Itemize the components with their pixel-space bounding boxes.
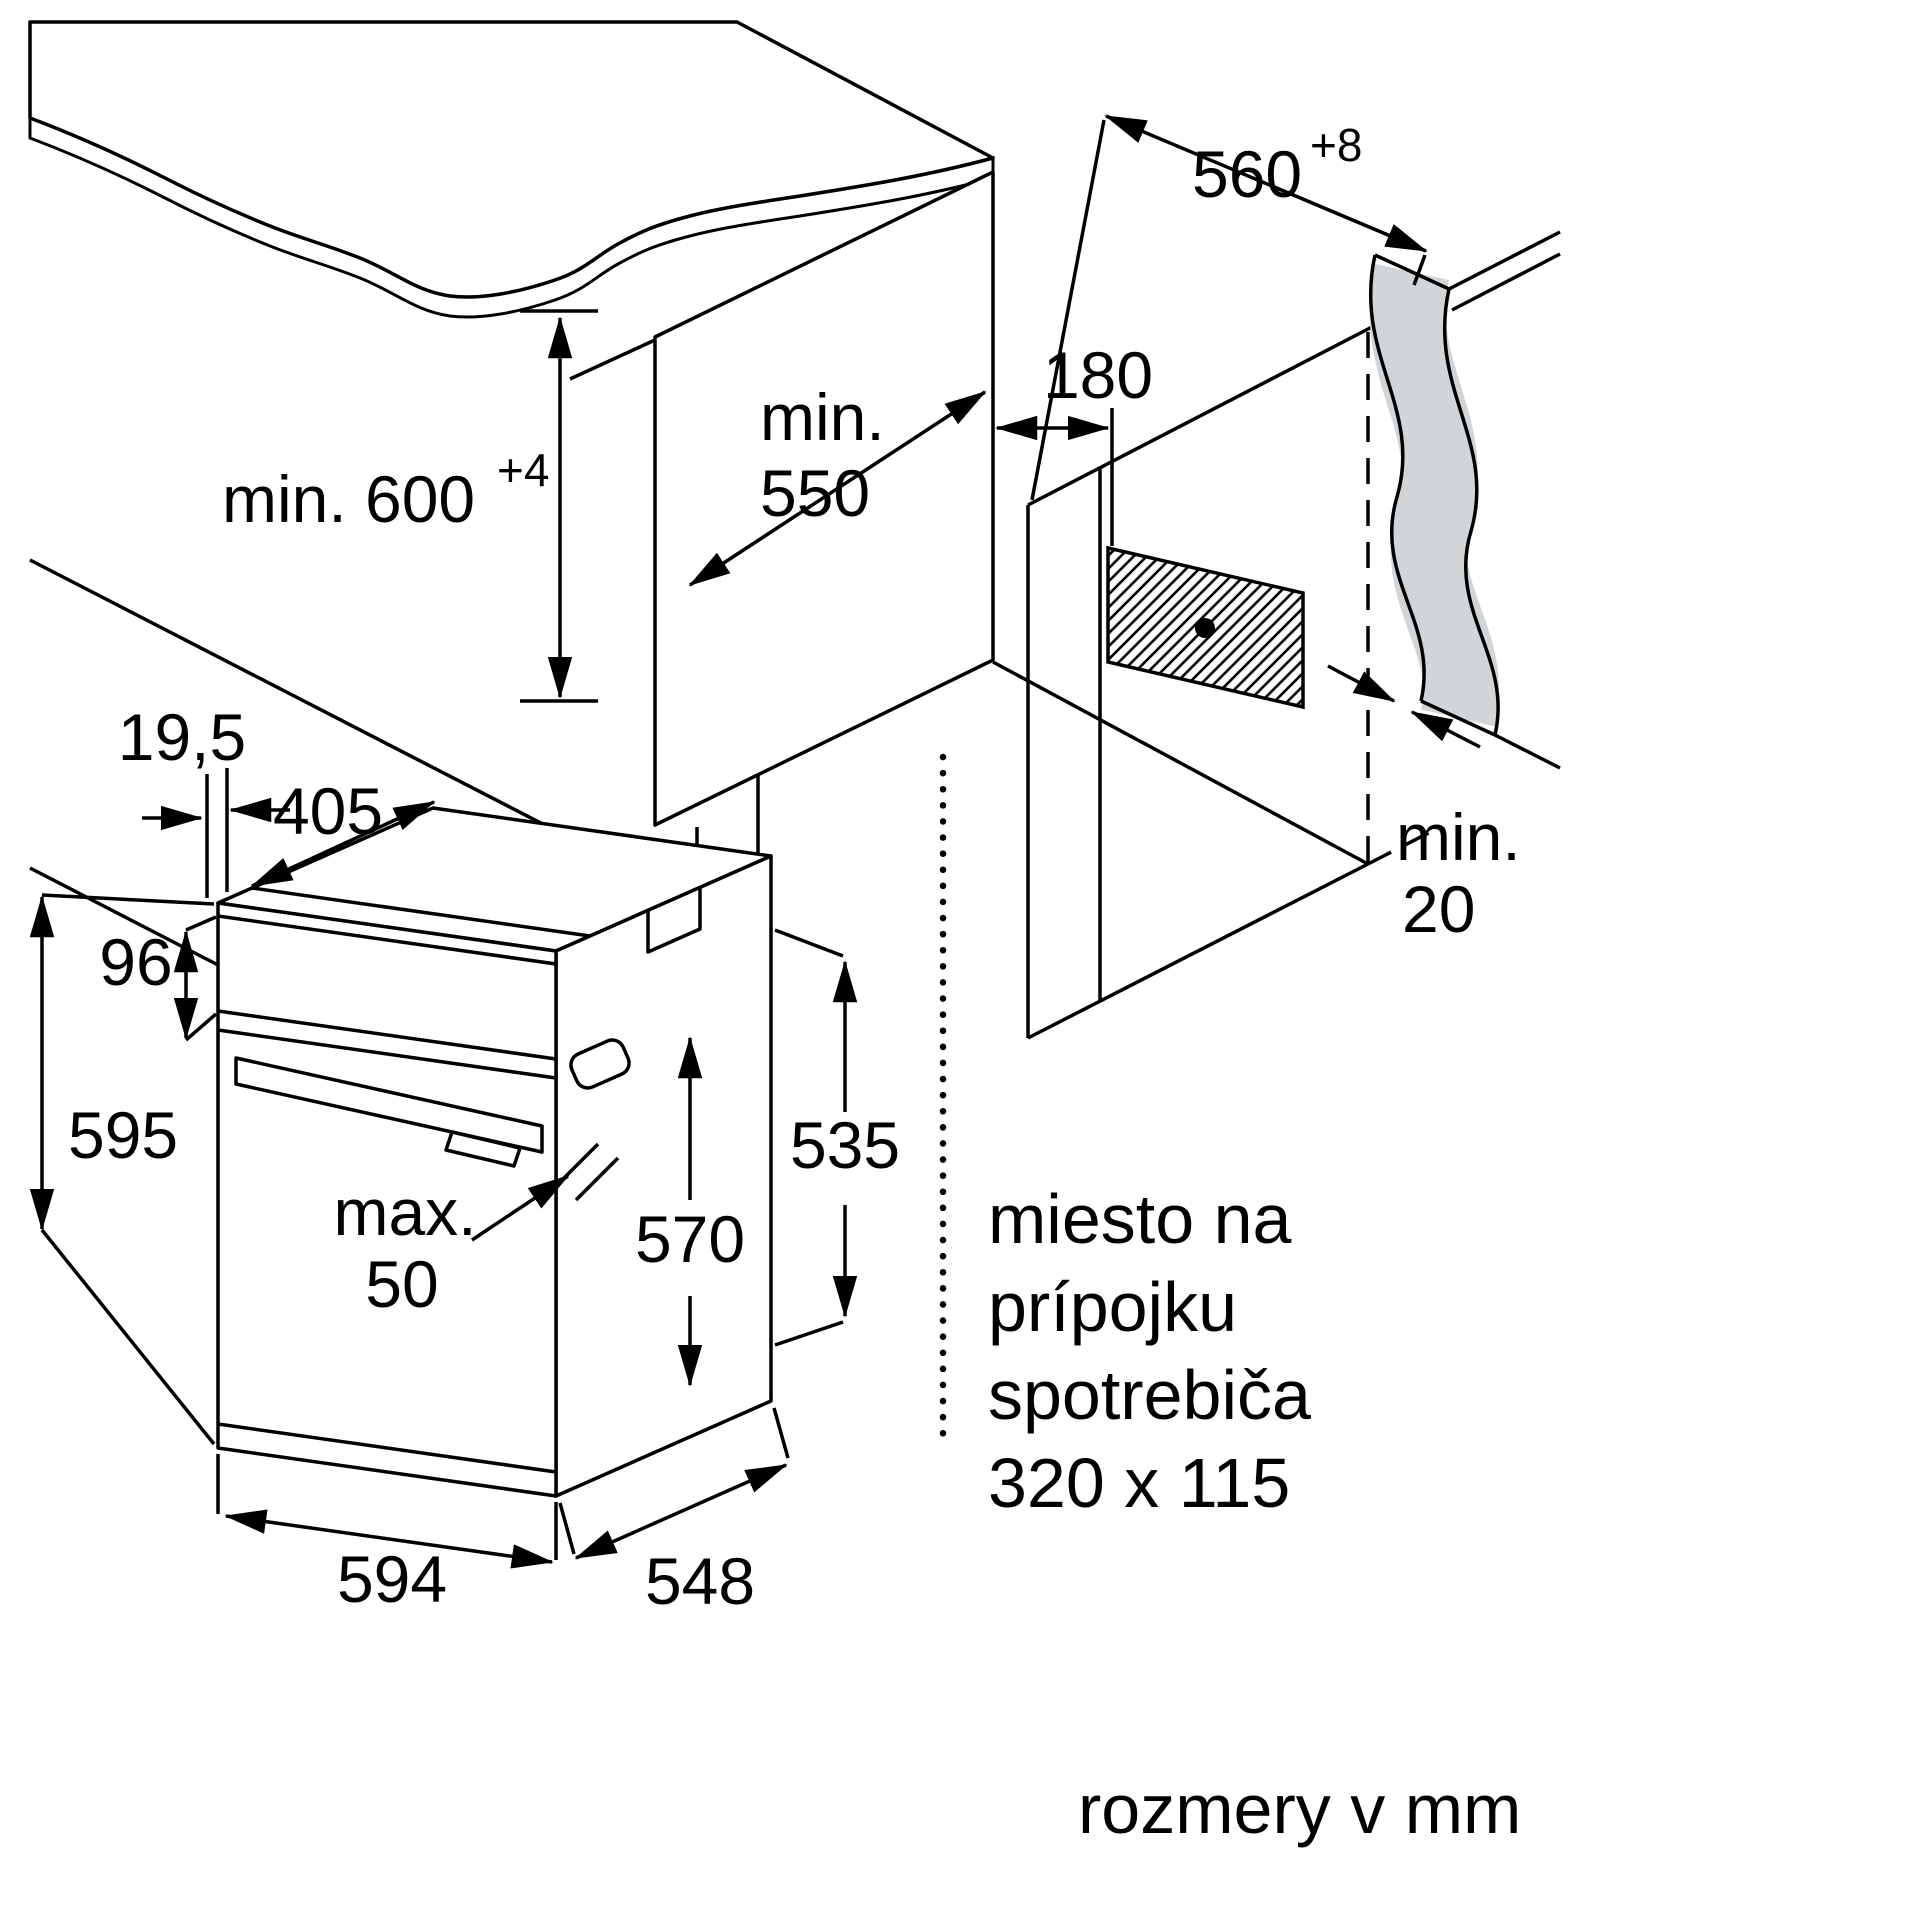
oven-right-face (554, 854, 773, 1498)
dimension-labels: min. 600 +4 min. 550 180 560 +8 min. 20 … (68, 119, 1521, 1618)
door-bottom-line (217, 1422, 557, 1474)
door-handle (234, 1056, 544, 1154)
connection-point-dot (1195, 618, 1215, 638)
base-cabinet (569, 170, 995, 901)
dim-handle-depth-label-value: 50 (365, 1247, 438, 1321)
dim-rear-height-label: 535 (790, 1108, 900, 1182)
connection-note-line-1: miesto na (988, 1180, 1292, 1258)
dim-oven-width-label: 594 (337, 1542, 447, 1616)
control-panel-top-line (217, 914, 557, 966)
door-top-line (217, 1028, 557, 1080)
dimension-lines (29, 114, 1481, 1569)
dim-oven-height-label: 595 (68, 1098, 178, 1172)
counter-left-edge-band (28, 115, 995, 319)
units-note: rozmery v mm (1078, 1770, 1521, 1848)
dim-connection-offset-label: 180 (1043, 338, 1153, 412)
dim-rear-clearance-label-min: min. (1396, 800, 1521, 874)
dim-inner-height-label: 570 (635, 1202, 745, 1276)
dim-cabinet-height-label: min. 600 (222, 462, 475, 536)
dim-panel-height-label: 96 (99, 925, 172, 999)
dim-cabinet-depth-label-value: 550 (760, 456, 870, 530)
dim-niche-width-label: 560 (1192, 137, 1302, 211)
dim-top-depth-label: 405 (273, 774, 383, 848)
dim-oven-depth-label: 548 (645, 1544, 755, 1618)
connection-note-line-2: prípojku (988, 1268, 1237, 1346)
oven-top-step (646, 888, 702, 954)
dim-cabinet-depth-label-min: min. (760, 380, 885, 454)
oven-front-face (216, 901, 558, 1498)
oven-side-fixing-slot (569, 1038, 631, 1090)
counter-right-cut-band (1369, 263, 1500, 727)
connection-note-line-3: spotrebiča (988, 1356, 1311, 1434)
dim-cabinet-height-tolerance: +4 (497, 444, 549, 496)
counter-left (28, 20, 995, 319)
dim-niche-width-tolerance: +8 (1310, 119, 1362, 171)
connection-note-line-4: 320 x 115 (988, 1444, 1290, 1522)
dim-rear-clearance-label-value: 20 (1402, 872, 1475, 946)
connection-note: miesto na prípojku spotrebiča 320 x 115 (988, 1180, 1311, 1522)
control-panel-bottom-line (217, 1009, 557, 1061)
niche (1026, 325, 1441, 1040)
door-handle-mount (444, 1130, 522, 1168)
dim-handle-depth-label-max: max. (333, 1175, 476, 1249)
counter-right (1368, 230, 1561, 770)
oven (216, 806, 773, 1498)
dim-panel-overhang-label: 19,5 (118, 700, 246, 774)
